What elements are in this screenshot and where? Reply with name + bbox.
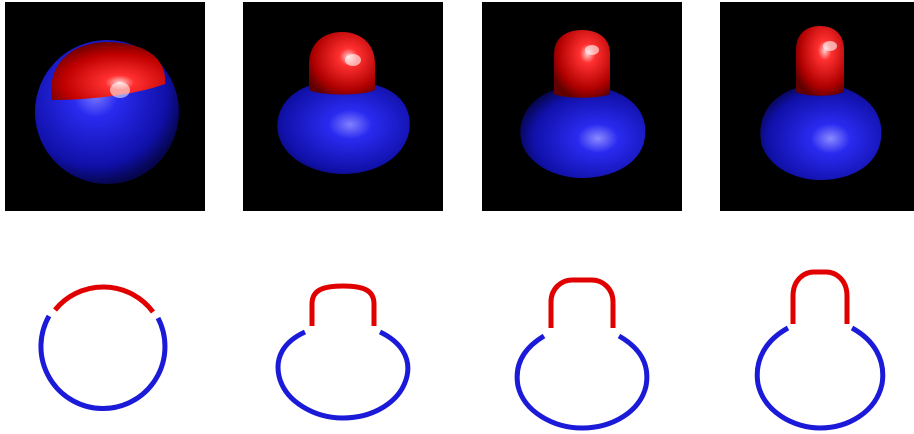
- cap-arc: [309, 283, 377, 326]
- body-arc: [754, 325, 886, 431]
- body-arc: [514, 333, 650, 431]
- cap-domain: [51, 42, 166, 100]
- render-svg-2: [277, 32, 410, 174]
- body-sphere: [760, 88, 882, 180]
- render-svg-4: [760, 26, 882, 180]
- render-panel-4: [720, 2, 914, 211]
- cap-domain: [554, 30, 610, 98]
- cap-domain: [309, 32, 375, 95]
- profile-panel-1: [5, 262, 205, 432]
- profile-svg-4: [754, 269, 886, 431]
- render-panel-3: [482, 2, 682, 211]
- cap-arc: [548, 277, 616, 328]
- body-arc: [275, 329, 411, 421]
- body-sphere: [277, 84, 410, 174]
- render-svg-3: [520, 30, 646, 178]
- body-sphere: [520, 90, 646, 178]
- profile-panel-3: [482, 262, 682, 432]
- render-panel-2: [243, 2, 443, 211]
- profile-svg-2: [275, 283, 411, 421]
- profile-svg-1: [38, 284, 168, 412]
- cap-arc: [53, 284, 156, 314]
- profile-panel-2: [243, 262, 443, 432]
- cap-domain: [796, 26, 844, 96]
- cap-arc: [790, 269, 850, 324]
- render-svg-1: [35, 40, 179, 184]
- profile-panel-4: [720, 262, 914, 432]
- render-panel-1: [5, 2, 205, 211]
- body-arc: [38, 314, 168, 412]
- profile-svg-3: [514, 277, 650, 431]
